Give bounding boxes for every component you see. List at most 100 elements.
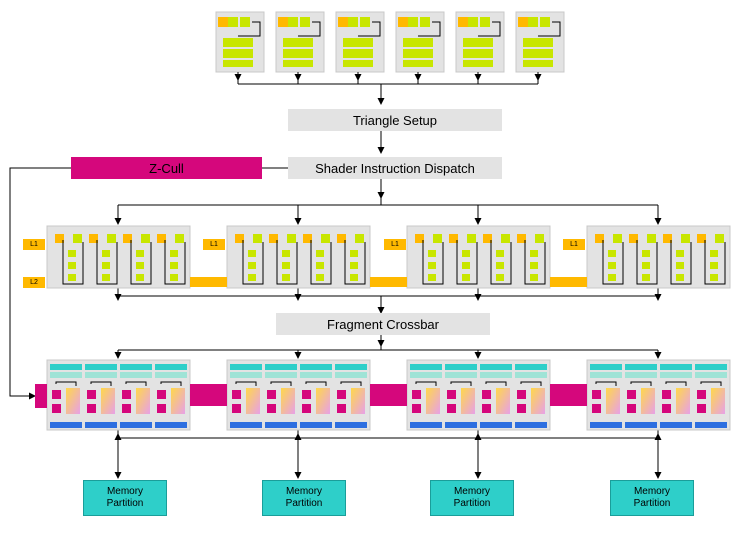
- rop-loop-line: [160, 381, 182, 386]
- vertex-shader-unit: [275, 11, 325, 73]
- fragment-alu-block: [496, 250, 504, 257]
- rop-z-block: [232, 404, 241, 413]
- rop-blend-block: [496, 388, 510, 414]
- vertex-alu-block: [468, 17, 478, 27]
- l2-cache-bar: [190, 277, 227, 287]
- fragment-alu-block: [170, 250, 178, 257]
- rop-top-bar: [590, 364, 622, 370]
- rop-cache-bar: [120, 372, 152, 378]
- vertex-fetch-block: [338, 17, 348, 27]
- rop-top-bar: [265, 364, 297, 370]
- rop-quad: [226, 359, 371, 431]
- rop-cache-bar: [660, 372, 692, 378]
- rop-blend-block: [676, 388, 690, 414]
- fragment-alu-block: [501, 234, 510, 243]
- vertex-alu-block: [463, 60, 493, 67]
- rop-z-block: [482, 390, 491, 399]
- fragment-loop-line: [96, 240, 118, 285]
- rop-blend-block: [426, 388, 440, 414]
- rop-blend-block: [461, 388, 475, 414]
- rop-z-block: [447, 390, 456, 399]
- fragment-alu-block: [350, 274, 358, 281]
- rop-loop-line: [595, 381, 617, 386]
- fragment-alu-block: [530, 262, 538, 269]
- memory-partition-line1: Memory: [285, 486, 323, 497]
- fragment-loop-line: [130, 240, 152, 285]
- rop-z-block: [412, 404, 421, 413]
- fragment-alu-block: [248, 262, 256, 269]
- fragment-shader-quad: [46, 225, 191, 289]
- rop-z-block: [447, 404, 456, 413]
- rop-cache-bar: [50, 372, 82, 378]
- vertex-loop-line: [298, 21, 321, 37]
- rop-top-bar: [625, 364, 657, 370]
- fragment-alu-block: [608, 250, 616, 257]
- fragment-alu-block: [642, 262, 650, 269]
- rop-z-block: [517, 404, 526, 413]
- l1-cache-tag: L1: [563, 239, 585, 250]
- rop-z-block: [627, 404, 636, 413]
- rop-z-block: [337, 404, 346, 413]
- fragment-alu-block: [676, 274, 684, 281]
- rop-bottom-bar: [120, 422, 152, 428]
- vertex-fetch-block: [398, 17, 408, 27]
- rop-blend-block: [171, 388, 185, 414]
- rop-blend-block: [531, 388, 545, 414]
- texture-block: [303, 234, 312, 243]
- fragment-alu-block: [535, 234, 544, 243]
- texture-block: [89, 234, 98, 243]
- fragment-alu-block: [676, 250, 684, 257]
- fragment-alu-block: [350, 250, 358, 257]
- rop-loop-line: [700, 381, 722, 386]
- rop-z-block: [157, 390, 166, 399]
- vertex-shader-unit: [515, 11, 565, 73]
- rop-top-bar: [120, 364, 152, 370]
- texture-block: [235, 234, 244, 243]
- rop-top-bar: [695, 364, 727, 370]
- fragment-alu-block: [141, 234, 150, 243]
- rop-blend-block: [101, 388, 115, 414]
- l2-cache-bar: [370, 277, 407, 287]
- rop-loop-line: [630, 381, 652, 386]
- rop-blend-block: [351, 388, 365, 414]
- fragment-alu-block: [496, 274, 504, 281]
- rop-bottom-bar: [300, 422, 332, 428]
- l2-cache-bar: [550, 277, 587, 287]
- fragment-loop-line: [456, 240, 478, 285]
- fragment-loop-line: [524, 240, 546, 285]
- vertex-alu-block: [463, 38, 493, 47]
- rop-top-bar: [50, 364, 82, 370]
- fragment-alu-block: [248, 250, 256, 257]
- fragment-alu-block: [530, 274, 538, 281]
- rop-z-block: [87, 404, 96, 413]
- fragment-loop-line: [310, 240, 332, 285]
- fragment-alu-block: [102, 250, 110, 257]
- fragment-alu-block: [355, 234, 364, 243]
- rop-bottom-bar: [480, 422, 512, 428]
- fragment-alu-block: [530, 250, 538, 257]
- fragment-alu-block: [136, 250, 144, 257]
- rop-loop-line: [270, 381, 292, 386]
- texture-block: [269, 234, 278, 243]
- rop-cache-bar: [230, 372, 262, 378]
- texture-block: [123, 234, 132, 243]
- fragment-alu-block: [428, 262, 436, 269]
- vertex-alu-block: [403, 60, 433, 67]
- l2-cache-tag: L2: [23, 277, 45, 288]
- fragment-crossbar-box: Fragment Crossbar: [276, 313, 490, 335]
- vertex-alu-block: [463, 49, 493, 58]
- texture-block: [663, 234, 672, 243]
- shader-dispatch-box: Shader Instruction Dispatch: [288, 157, 502, 179]
- fragment-alu-block: [316, 262, 324, 269]
- rop-cache-bar: [515, 372, 547, 378]
- rop-top-bar: [155, 364, 187, 370]
- rop-bottom-bar: [85, 422, 117, 428]
- rop-loop-line: [125, 381, 147, 386]
- vertex-fetch-block: [218, 17, 228, 27]
- rop-quad: [406, 359, 551, 431]
- fragment-loop-line: [242, 240, 264, 285]
- vertex-alu-block: [523, 49, 553, 58]
- rop-z-block: [697, 390, 706, 399]
- rop-bottom-bar: [695, 422, 727, 428]
- memory-partition: Memory Partition: [610, 480, 694, 516]
